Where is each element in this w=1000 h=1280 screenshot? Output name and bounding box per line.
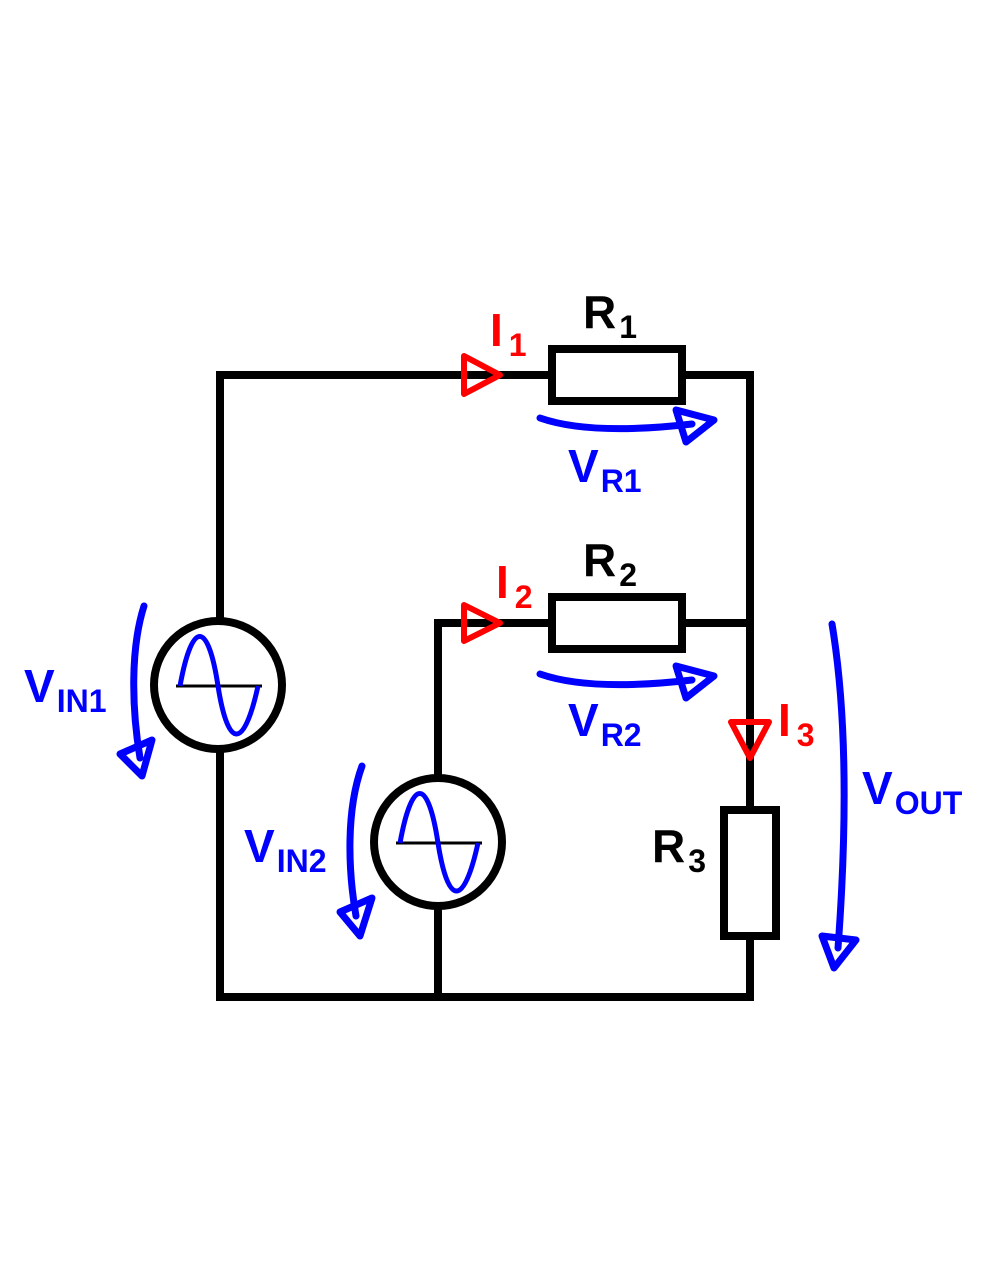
wires — [216, 371, 754, 1001]
voltage-arrow-vout — [818, 620, 860, 972]
label-vin2-sub: IN2 — [277, 843, 327, 879]
wire-r1-right — [680, 371, 754, 816]
label-vout-main: V — [862, 762, 893, 814]
resistor-r3 — [720, 806, 780, 940]
voltage-arrow-vr1 — [536, 406, 718, 446]
label-r3: R3 — [652, 820, 706, 879]
label-r2-main: R — [583, 534, 616, 586]
label-r1-main: R — [583, 286, 616, 338]
label-r1-sub: 1 — [619, 309, 637, 345]
ac-source-1-icon — [150, 617, 286, 753]
label-i3-sub: 3 — [797, 717, 815, 753]
label-r3-sub: 3 — [688, 843, 706, 879]
current-arrow-i3 — [728, 719, 772, 761]
label-vin2-main: V — [244, 820, 275, 872]
label-vin1-sub: IN1 — [57, 683, 107, 719]
label-i1-main: I — [490, 304, 503, 356]
label-vr1: VR1 — [568, 440, 642, 499]
voltage-arrow-vin1 — [116, 602, 156, 780]
label-vr1-sub: R1 — [601, 463, 642, 499]
wire-left-bottom — [216, 746, 754, 1001]
current-arrow-i2 — [461, 602, 503, 644]
label-vr2-main: V — [568, 694, 599, 746]
label-vin1: VIN1 — [24, 660, 106, 719]
resistor-r1 — [548, 345, 686, 405]
label-r3-main: R — [652, 820, 685, 872]
wire-left-top — [216, 371, 556, 624]
label-i2-main: I — [496, 556, 509, 608]
label-i3-main: I — [778, 694, 791, 746]
label-vr1-main: V — [568, 440, 599, 492]
label-r2-sub: 2 — [619, 557, 637, 593]
label-r1: R1 — [583, 286, 637, 345]
label-vout-sub: OUT — [895, 785, 963, 821]
resistor-r2 — [548, 593, 686, 653]
label-vout: VOUT — [862, 762, 963, 821]
wire-r2-left — [434, 619, 556, 782]
voltage-arrow-vin2 — [336, 762, 376, 940]
voltage-arrow-vr2 — [536, 662, 718, 702]
label-i1-sub: 1 — [509, 327, 527, 363]
ac-source-2-icon — [370, 774, 506, 910]
label-vin1-main: V — [24, 660, 55, 712]
current-arrow-i1 — [461, 353, 503, 397]
label-vin2: VIN2 — [244, 820, 326, 879]
label-vr2: VR2 — [568, 694, 642, 753]
label-i2-sub: 2 — [515, 579, 533, 615]
label-r2: R2 — [583, 534, 637, 593]
label-vr2-sub: R2 — [601, 717, 642, 753]
